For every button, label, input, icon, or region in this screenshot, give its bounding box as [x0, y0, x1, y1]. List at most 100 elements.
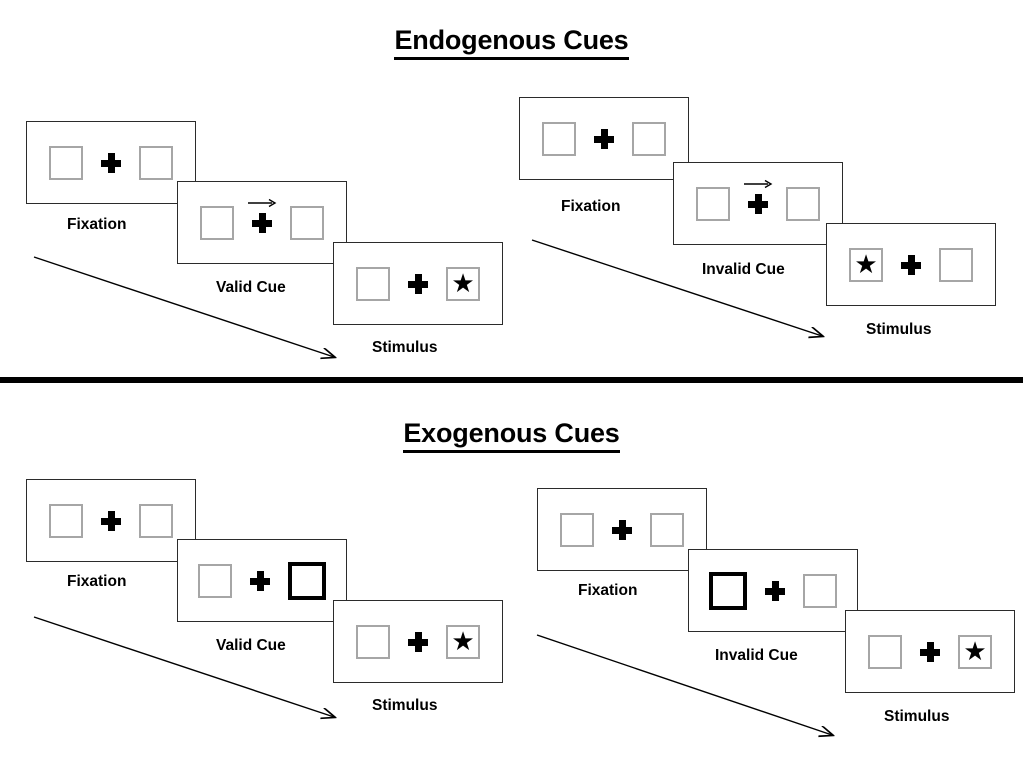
- placeholder-box-left: [49, 503, 83, 538]
- flow-arrow-exogenous-valid: [33, 616, 360, 730]
- fixation-cross-wrap: [408, 631, 428, 652]
- fixation-cross-icon: [101, 510, 121, 531]
- frame-content: [520, 98, 688, 179]
- fixation-cross-wrap: [594, 128, 614, 149]
- cued-box-right: [288, 561, 326, 600]
- fixation-cross-wrap: [248, 198, 277, 233]
- placeholder-box-left: [356, 624, 390, 659]
- frame-label-endogenous-valid-fixation: Fixation: [67, 216, 127, 233]
- fixation-cross-wrap: [744, 179, 773, 214]
- fixation-cross-wrap: [765, 580, 785, 601]
- section-title-endogenous-text: Endogenous Cues: [394, 25, 629, 60]
- fixation-cross-icon: [101, 152, 121, 173]
- fixation-cross-icon: [901, 254, 921, 275]
- section-exogenous: Exogenous Cues Fixation Valid Cue: [0, 383, 1023, 767]
- frame-content: ★: [827, 224, 995, 305]
- frame-label-exogenous-valid-stimulus: Stimulus: [372, 697, 438, 714]
- frame-label-endogenous-invalid-stimulus: Stimulus: [866, 321, 932, 338]
- flow-arrow-endogenous-invalid: [531, 239, 840, 348]
- frame-content: [27, 480, 195, 561]
- fixation-cross-wrap: [612, 519, 632, 540]
- placeholder-box-left: [868, 634, 902, 669]
- fixation-cross-icon: [612, 519, 632, 540]
- frame-exogenous-valid-fixation: [26, 479, 196, 562]
- frame-endogenous-invalid-cue: [673, 162, 843, 245]
- frame-exogenous-invalid-fixation: [537, 488, 707, 571]
- placeholder-box-right: [650, 512, 684, 547]
- placeholder-box-left: [356, 266, 390, 301]
- placeholder-box-left: [696, 186, 730, 221]
- fixation-cross-icon: [408, 273, 428, 294]
- frame-content: [27, 122, 195, 203]
- frame-exogenous-valid-cue: [177, 539, 347, 622]
- fixation-cross-wrap: [920, 641, 940, 662]
- frame-content: [538, 489, 706, 570]
- section-divider: [0, 377, 1023, 383]
- fixation-cross-icon: [594, 128, 614, 149]
- fixation-cross-icon: [765, 580, 785, 601]
- section-title-exogenous: Exogenous Cues: [0, 418, 1023, 453]
- frame-content: ★: [846, 611, 1014, 692]
- target-box-right: ★: [446, 624, 480, 659]
- fixation-cross-icon: [252, 212, 272, 233]
- fixation-cross-wrap: [408, 273, 428, 294]
- placeholder-box-left: [200, 205, 234, 240]
- section-title-exogenous-text: Exogenous Cues: [403, 418, 620, 453]
- placeholder-box-right: [786, 186, 820, 221]
- frame-exogenous-valid-stimulus: ★: [333, 600, 503, 683]
- arrow-right-cue-icon: [248, 198, 277, 207]
- frame-content: [674, 163, 842, 244]
- placeholder-box-right: [290, 205, 324, 240]
- target-box-right: ★: [958, 634, 992, 669]
- frame-endogenous-invalid-stimulus: ★: [826, 223, 996, 306]
- placeholder-box-right: [939, 247, 973, 282]
- star-target-icon: ★: [854, 248, 878, 279]
- frame-label-endogenous-valid-cue: Valid Cue: [216, 279, 286, 296]
- frame-content: [178, 540, 346, 621]
- placeholder-box-left: [49, 145, 83, 180]
- frame-label-exogenous-valid-cue: Valid Cue: [216, 637, 286, 654]
- fixation-cross-icon: [250, 570, 270, 591]
- frame-exogenous-invalid-stimulus: ★: [845, 610, 1015, 693]
- frame-label-exogenous-invalid-fixation: Fixation: [578, 582, 638, 599]
- fixation-cross-icon: [408, 631, 428, 652]
- frame-content: [178, 182, 346, 263]
- placeholder-box-left: [542, 121, 576, 156]
- frame-endogenous-valid-stimulus: ★: [333, 242, 503, 325]
- placeholder-box-right: [632, 121, 666, 156]
- frame-content: [689, 550, 857, 631]
- cued-box-left: [709, 571, 747, 610]
- fixation-cross-wrap: [101, 510, 121, 531]
- frame-label-endogenous-invalid-fixation: Fixation: [561, 198, 621, 215]
- target-box-left: ★: [849, 247, 883, 282]
- star-target-icon: ★: [451, 625, 475, 656]
- fixation-cross-icon: [748, 193, 768, 214]
- arrow-right-cue-icon: [744, 179, 773, 188]
- fixation-cross-wrap: [901, 254, 921, 275]
- star-target-icon: ★: [451, 267, 475, 298]
- fixation-cross-wrap: [101, 152, 121, 173]
- placeholder-box-left: [198, 563, 232, 598]
- flow-arrow-endogenous-valid: [33, 256, 360, 370]
- frame-content: ★: [334, 243, 502, 324]
- fixation-cross-wrap: [250, 570, 270, 591]
- flow-arrow-exogenous-invalid: [536, 634, 855, 748]
- frame-label-exogenous-valid-fixation: Fixation: [67, 573, 127, 590]
- section-endogenous: Endogenous Cues Fixation: [0, 0, 1023, 380]
- star-target-icon: ★: [963, 635, 987, 666]
- placeholder-box-right: [139, 145, 173, 180]
- frame-label-endogenous-invalid-cue: Invalid Cue: [702, 261, 785, 278]
- frame-label-exogenous-invalid-cue: Invalid Cue: [715, 647, 798, 664]
- frame-label-exogenous-invalid-stimulus: Stimulus: [884, 708, 950, 725]
- frame-endogenous-invalid-fixation: [519, 97, 689, 180]
- placeholder-box-left: [560, 512, 594, 547]
- frame-exogenous-invalid-cue: [688, 549, 858, 632]
- placeholder-box-right: [803, 573, 837, 608]
- frame-endogenous-valid-fixation: [26, 121, 196, 204]
- frame-endogenous-valid-cue: [177, 181, 347, 264]
- section-title-endogenous: Endogenous Cues: [0, 25, 1023, 60]
- fixation-cross-icon: [920, 641, 940, 662]
- target-box-right: ★: [446, 266, 480, 301]
- frame-content: ★: [334, 601, 502, 682]
- frame-label-endogenous-valid-stimulus: Stimulus: [372, 339, 438, 356]
